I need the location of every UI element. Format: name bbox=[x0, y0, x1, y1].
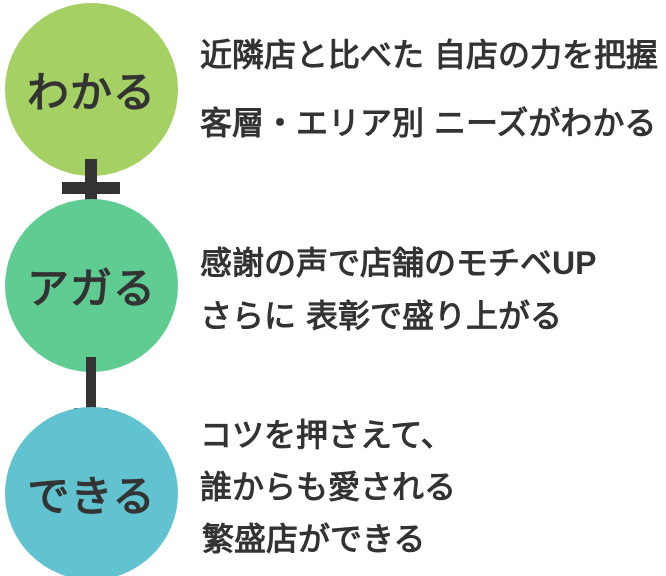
step3-line3: 繁盛店ができる bbox=[190, 511, 438, 566]
step3-line3-highlight-box: 繁盛店ができる bbox=[190, 511, 438, 566]
step2-line2-highlight-box: 表彰で盛り上がる bbox=[296, 288, 573, 343]
step-circle-wakaru: わかる bbox=[5, 3, 178, 176]
step-circle-agaru: アガる bbox=[5, 199, 178, 372]
step1-line2-plain-text: 客層・エリア別 bbox=[200, 105, 425, 141]
step1-line2: 客層・エリア別ニーズがわかる bbox=[200, 93, 666, 153]
step2-line2-plain-text: さらに bbox=[200, 297, 297, 334]
step2-line2: さらに表彰で盛り上がる bbox=[200, 288, 573, 343]
step2-line1-plain-text: 感謝の声で店舗のモチベUP bbox=[200, 245, 597, 281]
step2-line1: 感謝の声で店舗のモチベUP bbox=[200, 247, 596, 279]
step1-line2-highlight-box: ニーズがわかる bbox=[424, 93, 666, 153]
arrow-down-icon bbox=[86, 357, 96, 409]
step1-line1-highlight-box: 自店の力を把握 bbox=[424, 25, 666, 85]
step-circle-dekiru: できる bbox=[5, 407, 178, 576]
step3-line1: コツを押さえて、 bbox=[200, 419, 453, 451]
step3-line2: 誰からも愛される bbox=[200, 471, 456, 503]
step1-line1: 近隣店と比べた自店の力を把握 bbox=[200, 25, 666, 85]
step1-line1-plain-text: 近隣店と比べた bbox=[200, 37, 425, 73]
step3-line2-plain-text: 誰からも愛される bbox=[200, 469, 457, 505]
step3-line1-plain-text: コツを押さえて、 bbox=[200, 417, 453, 453]
